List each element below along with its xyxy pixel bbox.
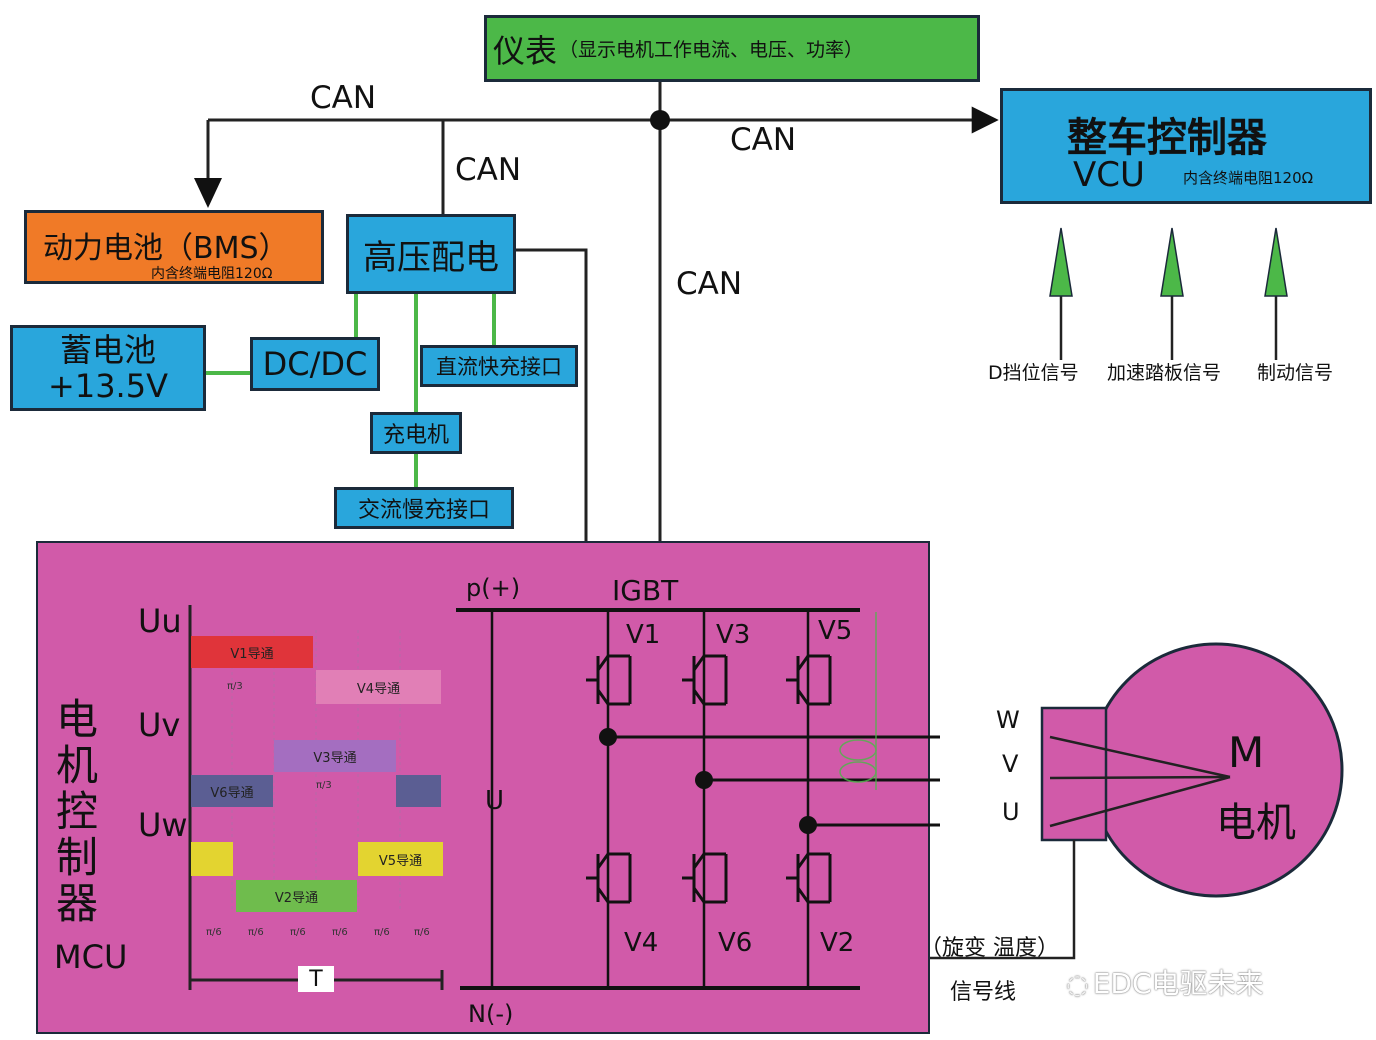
frac-pi6-6: π/6 [414, 927, 430, 938]
uv-label: Uv [138, 706, 181, 744]
watermark: ◌EDC电驱未来 [1066, 962, 1264, 1002]
ac-slow-charge-title: 交流慢充接口 [357, 498, 490, 523]
motor-name: 电机 [1216, 800, 1296, 846]
wechat-icon: ◌ [1066, 970, 1089, 1000]
motor-winding-lines [1049, 735, 1231, 828]
signal-line [930, 840, 1076, 960]
switch-v4-label: V4 [624, 928, 659, 958]
hv-lines [206, 293, 496, 487]
battery12-box: 蓄电池 +13.5V [10, 325, 206, 411]
dc-fast-charge-box: 直流快充接口 [420, 345, 578, 387]
meter-box: 仪表 （显示电机工作电流、电压、功率） [484, 15, 980, 82]
phase-v4-bar: V4导通 [316, 670, 441, 704]
n-minus-label: N(-) [468, 1000, 514, 1028]
bms-title: 动力电池（BMS） [43, 231, 289, 266]
switch-v1-label: V1 [626, 620, 661, 650]
phase-v3-bar: V3导通 [274, 740, 396, 772]
frac-pi3-upper: π/3 [227, 681, 243, 692]
switch-v3-label: V3 [716, 620, 751, 650]
mcu-title-char-5: 器 [56, 879, 99, 928]
ac-slow-charge-box: 交流慢充接口 [334, 487, 514, 529]
can-label-to-vcu: CAN [730, 122, 797, 158]
period-label: T [298, 966, 334, 992]
igbt-label: IGBT [612, 574, 679, 607]
phase-v6-bar: V6导通 [191, 775, 273, 807]
dcdc-title: DC/DC [262, 345, 368, 383]
can-label-mid-left: CAN [455, 152, 522, 188]
dc-voltage-label: U [485, 786, 505, 816]
vcu-note: 内含终端电阻120Ω [1183, 169, 1314, 187]
phase-w-label: W [996, 706, 1020, 734]
can-label-top-left: CAN [310, 80, 377, 116]
mcu-title-char-3: 控 [56, 787, 99, 836]
frac-pi3-middle: π/3 [316, 780, 332, 791]
motor-circle [1088, 642, 1344, 898]
frac-pi6-4: π/6 [332, 927, 348, 938]
hv-box: 高压配电 [346, 214, 516, 294]
vcu-title: 整车控制器 [1067, 115, 1267, 161]
accel-signal-label: 加速踏板信号 [1107, 362, 1222, 384]
inverter-bridge [456, 608, 940, 990]
battery12-line2: +13.5V [48, 367, 168, 405]
charger-box: 充电机 [370, 412, 462, 454]
phase-v5-bar-start [191, 842, 233, 876]
signal-line-label-1: （旋变 温度） [920, 936, 1059, 961]
can-label-down: CAN [676, 266, 743, 302]
signal-line-label-2: 信号线 [950, 980, 1017, 1005]
brake-signal-label: 制动信号 [1257, 362, 1334, 384]
battery12-line1: 蓄电池 [59, 331, 156, 369]
phase-v6-bar-end [396, 775, 441, 807]
bms-box: 动力电池（BMS） 内含终端电阻120Ω [24, 210, 324, 284]
switch-v6-label: V6 [718, 928, 753, 958]
bms-note: 内含终端电阻120Ω [151, 266, 273, 282]
phase-v-label: V [1002, 750, 1019, 778]
dc-fast-charge-title: 直流快充接口 [436, 355, 562, 379]
phase-v5-bar: V5导通 [358, 842, 443, 876]
frac-pi6-3: π/6 [290, 927, 306, 938]
vcu-input-arrows [1049, 227, 1288, 360]
charger-title: 充电机 [382, 423, 449, 448]
mcu-title-char-2: 机 [56, 741, 99, 790]
can-bus [206, 82, 999, 544]
vcu-box: 整车控制器 VCU 内含终端电阻120Ω [1000, 88, 1372, 204]
gear-signal-label: D挡位信号 [988, 362, 1079, 384]
p-plus-label: p(+) [466, 574, 521, 602]
phase-v1-bar: V1导通 [191, 636, 313, 668]
phase-v2-bar: V2导通 [236, 880, 357, 912]
hv-title: 高压配电 [363, 237, 499, 278]
mcu-title-char-1: 电 [56, 695, 99, 744]
meter-title: 仪表 [493, 31, 558, 70]
dcdc-box: DC/DC [250, 337, 380, 391]
motor-letter: M [1228, 728, 1265, 777]
uu-label: Uu [138, 602, 182, 640]
can-junction-dot [650, 110, 670, 130]
phase-u-label: U [1002, 798, 1020, 826]
mcu-box [36, 541, 930, 1034]
hv-to-mcu-line [516, 248, 588, 544]
meter-subtitle: （显示电机工作电流、电压、功率） [559, 39, 864, 61]
frac-pi6-1: π/6 [206, 927, 222, 938]
frac-pi6-2: π/6 [248, 927, 264, 938]
vcu-code: VCU [1073, 155, 1145, 195]
switch-v5-label: V5 [818, 616, 853, 646]
watermark-text: EDC电驱未来 [1092, 967, 1264, 1000]
uw-label: Uw [138, 806, 188, 844]
bms-arrow-head [194, 178, 222, 208]
switch-v2-label: V2 [820, 928, 855, 958]
frac-pi6-5: π/6 [374, 927, 390, 938]
mcu-code: MCU [54, 938, 128, 976]
mcu-title-char-4: 制 [56, 833, 99, 882]
